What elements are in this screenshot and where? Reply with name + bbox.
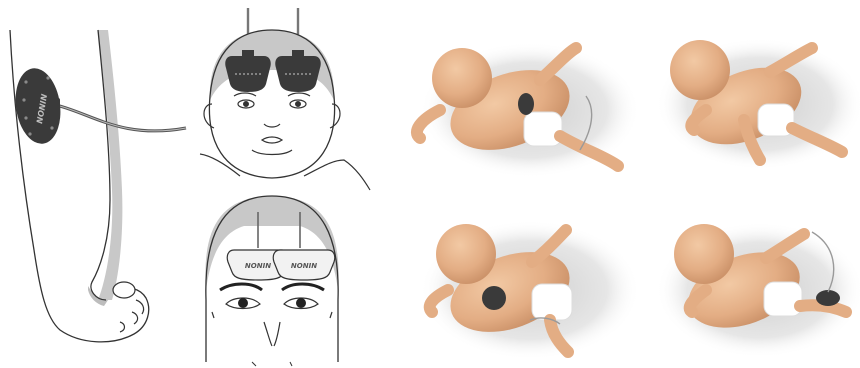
photo4-sensor <box>816 290 840 306</box>
infant-photo-back-placement <box>656 38 860 170</box>
photo1-head <box>432 48 492 108</box>
infant-sensor-left <box>225 50 271 92</box>
photo3-sensor <box>482 286 506 310</box>
infant-sensor-right <box>275 50 321 92</box>
photo2-head <box>670 40 730 100</box>
photo4-diaper <box>764 282 802 316</box>
leg-sensor-panel: NONIN <box>10 30 186 342</box>
leg-sensor-pad: NONIN <box>11 65 65 146</box>
leg-sensor-cable-highlight <box>52 104 186 131</box>
adult-sensor-right: NONIN <box>273 250 335 280</box>
infant-head-panel <box>200 8 370 190</box>
infant-face <box>234 93 310 155</box>
photo3-head <box>436 224 496 284</box>
adult-chin-ticks <box>252 362 292 366</box>
adult-sensor-left-brand: NONIN <box>245 262 271 270</box>
infant-photo-abdomen-placement <box>417 42 640 178</box>
photo4-leg <box>800 305 846 312</box>
photo1-diaper <box>524 112 562 146</box>
adult-face <box>212 284 332 346</box>
infant-photo-thigh-placement <box>656 222 860 358</box>
adult-sensor-right-brand: NONIN <box>291 262 317 270</box>
photo1-sensor <box>518 93 534 115</box>
infant-photo-chest-placement <box>420 220 640 360</box>
adult-head-panel: NONIN NONIN <box>205 196 338 366</box>
toes <box>113 282 144 332</box>
photo4-head <box>674 224 734 284</box>
